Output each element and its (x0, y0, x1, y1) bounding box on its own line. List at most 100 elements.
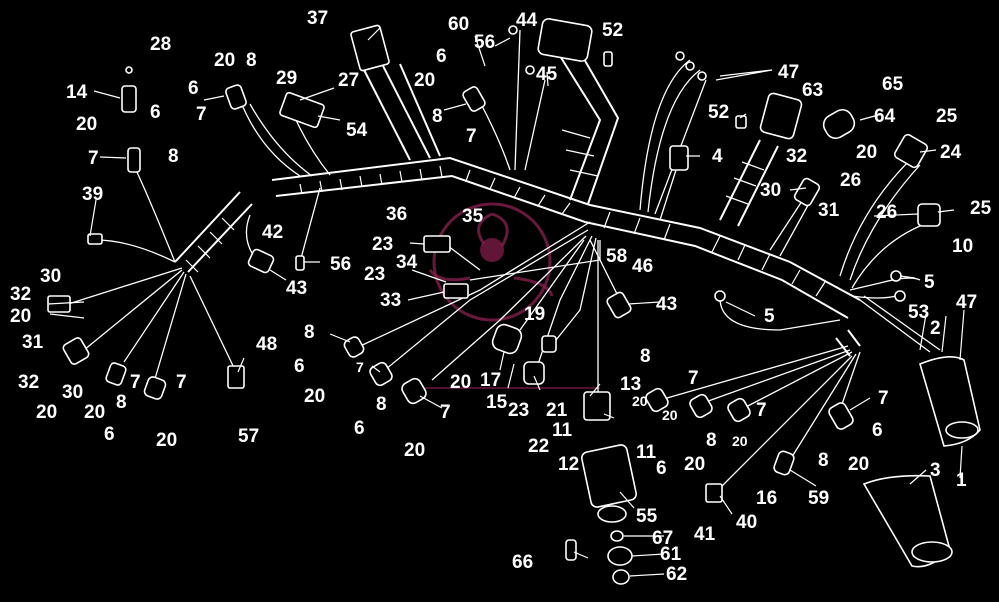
callout-61: 61 (660, 544, 682, 565)
callout-8: 8 (116, 392, 127, 413)
callout-21: 21 (546, 400, 568, 421)
callout-17: 17 (480, 370, 501, 391)
callout-57: 57 (238, 426, 259, 447)
connector-10 (917, 203, 941, 227)
callout-6: 6 (656, 458, 667, 479)
callout-7: 7 (356, 359, 364, 375)
callout-31: 31 (22, 332, 44, 353)
grommet-55 (597, 505, 627, 523)
callout-8: 8 (640, 346, 651, 367)
terminal-52b (735, 115, 747, 129)
connector-24 (893, 133, 929, 169)
callout-7: 7 (130, 372, 141, 393)
callout-6: 6 (354, 418, 365, 439)
callout-46: 46 (632, 256, 653, 277)
callout-30: 30 (62, 382, 83, 403)
boot-3-opening (911, 541, 953, 563)
terminal-39 (87, 233, 103, 245)
callout-3: 3 (930, 460, 941, 481)
callout-24: 24 (940, 142, 962, 163)
callout-20: 20 (76, 114, 97, 135)
callout-23: 23 (364, 264, 385, 285)
callout-8: 8 (706, 430, 717, 451)
callout-14: 14 (66, 82, 88, 103)
callout-31: 31 (818, 200, 840, 221)
callout-8: 8 (376, 394, 387, 415)
callout-7: 7 (176, 372, 187, 393)
callout-6: 6 (294, 356, 305, 377)
terminal-52 (603, 51, 613, 67)
callout-7: 7 (88, 148, 99, 169)
callout-36: 36 (386, 204, 407, 225)
callout-8: 8 (246, 50, 257, 71)
screw-66 (565, 539, 577, 561)
connector-mid-3 (401, 377, 427, 405)
callout-48: 48 (256, 334, 277, 355)
connector-44 (537, 18, 593, 62)
callout-25: 25 (970, 198, 992, 219)
callout-23: 23 (372, 234, 393, 255)
callout-1: 1 (956, 470, 967, 491)
callout-6: 6 (150, 102, 161, 123)
connector-6-7 (225, 84, 247, 110)
callout-20: 20 (304, 386, 325, 407)
connector-20-right-a (645, 387, 669, 413)
callout-41: 41 (694, 524, 716, 545)
callout-11: 11 (636, 442, 657, 463)
callout-33: 33 (380, 290, 401, 311)
callout-25: 25 (936, 106, 958, 127)
callout-40: 40 (736, 512, 757, 533)
watermark-logo (420, 202, 600, 389)
callout-6: 6 (188, 78, 199, 99)
callout-37: 37 (307, 8, 328, 29)
connector-23 (523, 361, 545, 385)
callout-26: 26 (876, 202, 897, 223)
connector-14 (121, 85, 137, 113)
callout-7: 7 (878, 388, 889, 409)
callout-32: 32 (786, 146, 807, 167)
callout-7: 7 (466, 126, 477, 147)
callout-20: 20 (214, 50, 235, 71)
callout-59: 59 (808, 488, 829, 509)
callout-8: 8 (818, 450, 829, 471)
connector-64 (822, 108, 856, 140)
callout-35: 35 (462, 206, 484, 227)
connector-4 (669, 145, 689, 171)
callout-20: 20 (684, 454, 705, 475)
callout-4: 4 (712, 146, 723, 167)
boot-1-opening (945, 421, 979, 439)
callout-20: 20 (732, 433, 748, 449)
callout-5: 5 (924, 272, 935, 293)
callout-6: 6 (104, 424, 115, 445)
callout-32: 32 (10, 284, 31, 305)
callout-7: 7 (440, 402, 451, 423)
connector-mid-2 (369, 361, 393, 387)
callout-20: 20 (404, 440, 425, 461)
callout-13: 13 (620, 374, 641, 395)
connector-31 (62, 337, 90, 365)
callout-8: 8 (168, 146, 179, 167)
callout-58: 58 (606, 246, 627, 267)
callout-54: 54 (346, 120, 368, 141)
connector-45 (462, 86, 486, 112)
callout-42: 42 (262, 222, 283, 243)
callout-26: 26 (840, 170, 861, 191)
callout-55: 55 (636, 506, 658, 527)
leader-lines (47, 27, 965, 577)
callout-16: 16 (756, 488, 777, 509)
callout-8: 8 (432, 106, 443, 127)
connector-36 (423, 235, 451, 253)
callout-19: 19 (524, 304, 545, 325)
terminal-28 (125, 66, 133, 74)
callout-34: 34 (396, 252, 418, 273)
connector-16 (773, 450, 795, 476)
connector-37 (350, 24, 390, 72)
callout-15: 15 (486, 392, 508, 413)
branch-wires (61, 29, 941, 489)
callout-66: 66 (512, 552, 533, 573)
callout-44: 44 (516, 10, 538, 31)
connectors (47, 18, 981, 585)
callout-39: 39 (82, 184, 103, 205)
